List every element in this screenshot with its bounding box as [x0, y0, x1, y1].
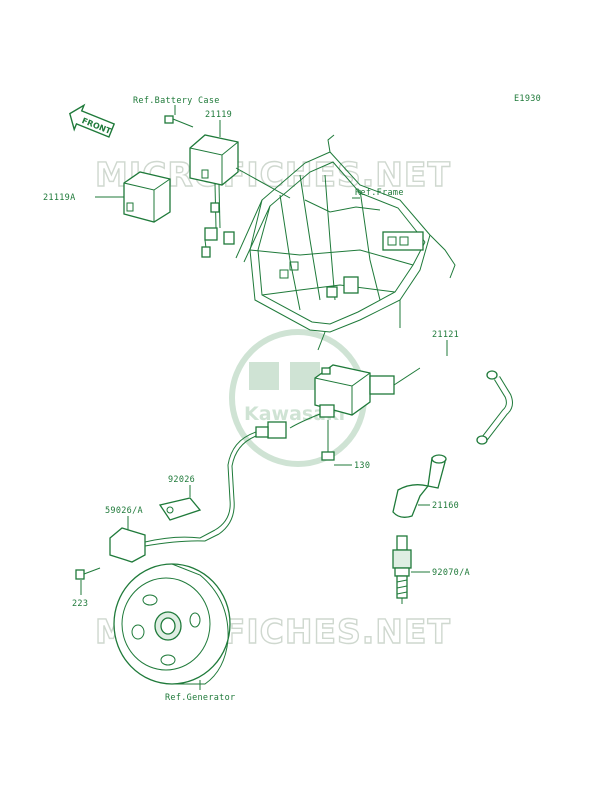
- ignitor-unit-21119: [189, 134, 291, 258]
- label-battery-case: Ref.Battery Case: [133, 96, 220, 106]
- frame-assembly: [235, 134, 456, 351]
- label-21119a: 21119A: [43, 193, 76, 203]
- label-21121: 21121: [432, 330, 459, 340]
- label-frame: Ref.Frame: [355, 188, 404, 198]
- battery-case-bolt: [164, 115, 194, 128]
- generator-rotor: [113, 563, 231, 685]
- label-21119: 21119: [205, 110, 232, 120]
- front-arrow-icon: FRONT: [69, 103, 116, 138]
- label-92070: 92070/A: [432, 568, 470, 578]
- spark-plug-cap-21160: [392, 454, 447, 518]
- label-59026: 59026/A: [105, 506, 143, 516]
- clamp-92026: [158, 497, 202, 521]
- spark-plug-92070a: [392, 535, 412, 604]
- screw-223: [75, 567, 101, 580]
- label-223: 223: [72, 599, 88, 609]
- bolt-130: [321, 420, 335, 461]
- label-130: 130: [354, 461, 370, 471]
- diagram-code: E1930: [514, 94, 541, 104]
- label-92026: 92026: [168, 475, 195, 485]
- ignition-coil-21121: [214, 355, 513, 535]
- pickup-coil-59026a: [109, 527, 220, 563]
- label-generator: Ref.Generator: [165, 693, 235, 703]
- label-21160: 21160: [432, 501, 459, 511]
- ignitor-unit-21119a: [123, 171, 171, 223]
